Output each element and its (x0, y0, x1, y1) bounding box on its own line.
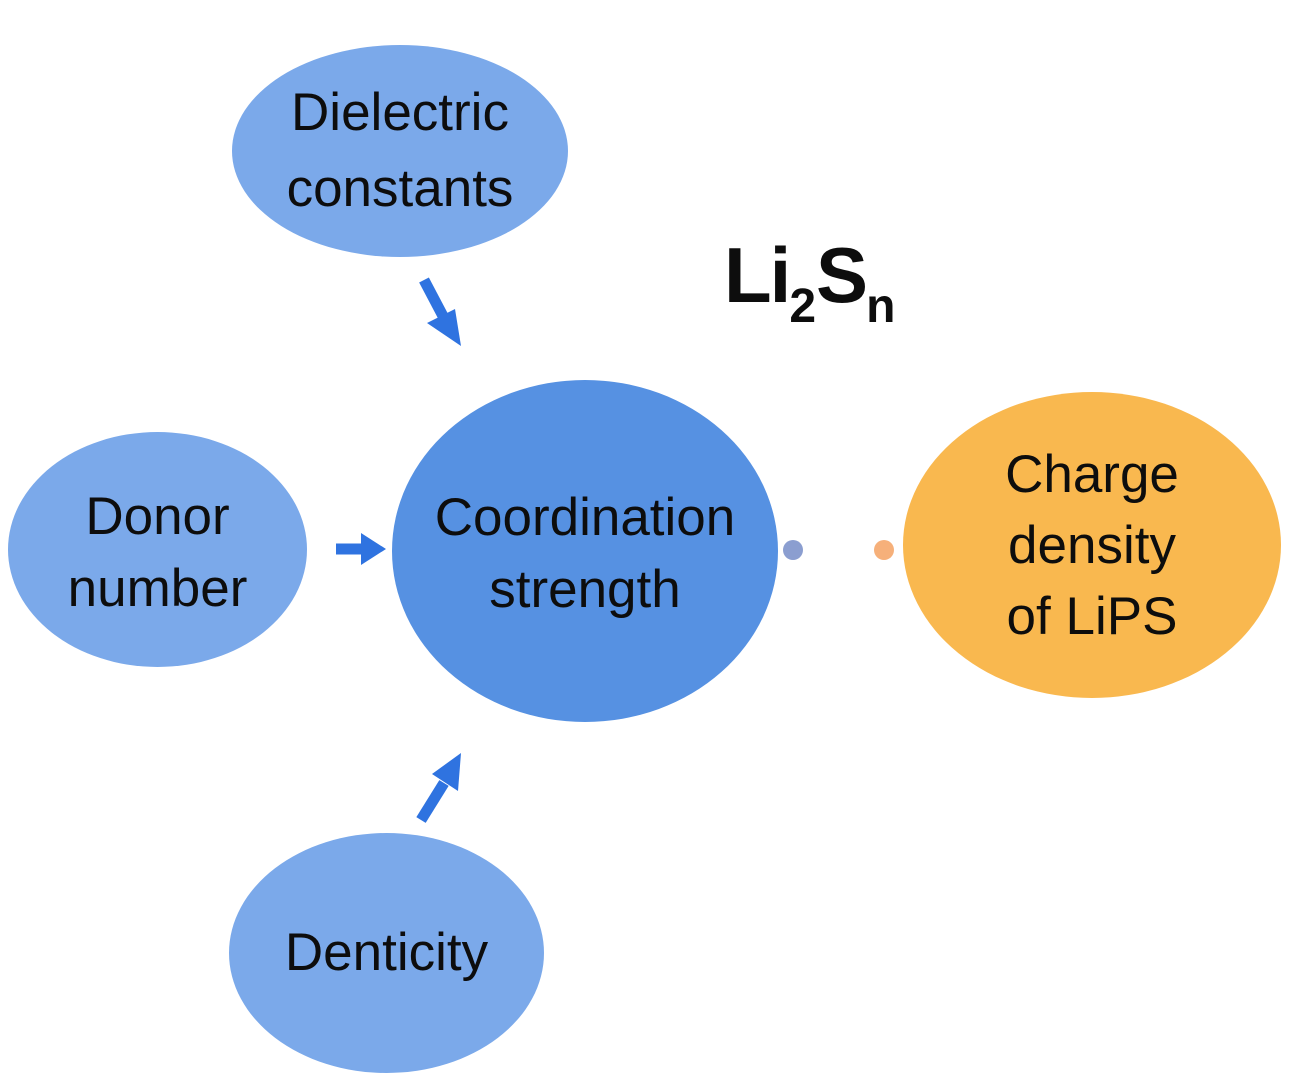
dielectric-line1: Dielectric (291, 83, 509, 142)
denticity-line1: Denticity (284, 923, 489, 982)
denticity-node: Denticity (229, 833, 544, 1073)
formula-element-s: S (816, 231, 868, 319)
donor-line2: number (67, 558, 248, 618)
connector-dot-left (783, 540, 803, 560)
connector-dot-right (874, 540, 894, 560)
formula-subscript-n: n (866, 280, 896, 333)
donor-line1: Donor (85, 486, 230, 546)
lithium-polysulfide-formula: Li2Sn (724, 230, 895, 334)
charge-line3: of LiPS (1006, 586, 1178, 646)
donor-number-node: Donor number (8, 432, 307, 667)
coordination-line2: strength (489, 560, 681, 619)
dashed-connector (783, 540, 894, 560)
charge-line1: Charge (1005, 444, 1179, 504)
arrow-dielectric-to-coordination (419, 277, 461, 346)
coordination-strength-node: Coordination strength (392, 380, 778, 722)
arrow-denticity-to-coordination (416, 753, 461, 823)
formula-subscript-2: 2 (789, 280, 817, 333)
formula-element-li: Li (724, 231, 791, 319)
charge-line2: density (1008, 515, 1176, 575)
dielectric-constants-node: Dielectric constants (232, 45, 568, 257)
arrow-donor-to-coordination (336, 533, 386, 565)
coordination-line1: Coordination (434, 488, 736, 547)
dielectric-line2: constants (286, 159, 514, 218)
charge-density-node: Charge density of LiPS (903, 392, 1281, 698)
